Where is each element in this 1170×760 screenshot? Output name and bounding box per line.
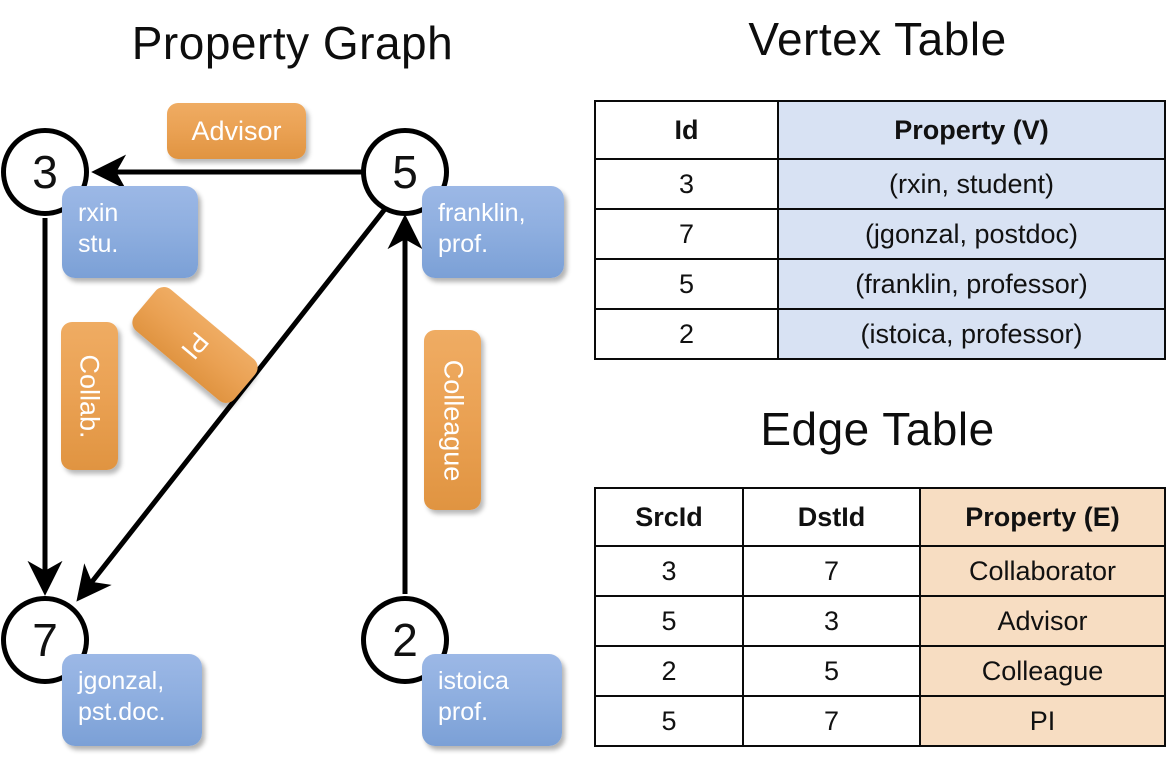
edge-row-1-property: Advisor	[919, 595, 1166, 647]
vertex-property-box-3-line2: stu.	[78, 230, 119, 258]
edge-row-0-property: Collaborator	[919, 545, 1166, 597]
edge-label-colleague-text: Colleague	[438, 359, 468, 481]
edge-5-to-7-pi	[76, 207, 387, 602]
page-title-edge-table: Edge Table	[760, 403, 995, 455]
vertex-property-box-5-line2: prof.	[438, 230, 489, 258]
edge-table-col-property: Property (E)	[919, 487, 1166, 547]
table-row[interactable]: 7 (jgonzal, postdoc)	[594, 208, 1166, 260]
vertex-property-box-7-line1: jgonzal,	[78, 667, 165, 695]
vertex-node-7-label: 7	[32, 614, 58, 666]
edge-label-pi-text: PI	[175, 325, 216, 365]
table-row[interactable]: 5 (franklin, professor)	[594, 258, 1166, 310]
edge-row-0-src: 3	[594, 545, 744, 597]
vertex-row-2-property: (franklin, professor)	[777, 258, 1166, 310]
edge-row-1-src: 5	[594, 595, 744, 647]
table-row[interactable]: 2 5 Colleague	[594, 645, 1166, 697]
edge-row-3-property: PI	[919, 695, 1166, 747]
table-row[interactable]: 3 (rxin, student)	[594, 158, 1166, 210]
edge-row-2-src: 2	[594, 645, 744, 697]
vertex-property-box-2-line1: istoica	[438, 667, 509, 695]
vertex-row-3-id: 2	[594, 308, 779, 360]
page-title-vertex-table: Vertex Table	[748, 13, 1007, 65]
edge-table-header-row: SrcId DstId Property (E)	[594, 487, 1166, 547]
vertex-node-5-label: 5	[392, 146, 418, 198]
vertex-node-5[interactable]: 5	[361, 128, 449, 216]
vertex-row-1-id: 7	[594, 208, 779, 260]
table-row[interactable]: 2 (istoica, professor)	[594, 308, 1166, 360]
edge-table-col-srcid: SrcId	[594, 487, 744, 547]
property-graph-diagram: 3 5 7 2 rxin stu. franklin, prof. jgonza…	[1, 103, 564, 746]
vertex-table: Id Property (V) 3 (rxin, student) 7 (jgo…	[594, 100, 1166, 360]
vertex-row-2-id: 5	[594, 258, 779, 310]
vertex-table-col-id: Id	[594, 100, 779, 160]
edge-label-collab-text: Collab.	[75, 353, 106, 439]
vertex-row-3-property: (istoica, professor)	[777, 308, 1166, 360]
vertex-property-box-3: rxin stu.	[62, 186, 198, 278]
vertex-property-box-7-line2: pst.doc.	[78, 698, 166, 726]
edge-table: SrcId DstId Property (E) 3 7 Collaborato…	[594, 487, 1166, 747]
vertex-property-box-5: franklin, prof.	[422, 186, 564, 278]
vertex-property-box-7: jgonzal, pst.doc.	[62, 654, 202, 746]
vertex-node-2[interactable]: 2	[361, 596, 449, 684]
edge-label-advisor-text: Advisor	[191, 115, 282, 146]
graph-edges-layer	[27, 154, 423, 602]
vertex-node-3-label: 3	[32, 146, 58, 198]
edge-row-1-dst: 3	[742, 595, 921, 647]
vertex-row-0-id: 3	[594, 158, 779, 210]
table-row[interactable]: 3 7 Collaborator	[594, 545, 1166, 597]
page-title-property-graph: Property Graph	[131, 17, 454, 69]
vertex-property-box-2-line2: prof.	[438, 698, 489, 726]
vertex-row-0-property: (rxin, student)	[777, 158, 1166, 210]
vertex-table-col-property: Property (V)	[777, 100, 1166, 160]
edge-table-col-dstid: DstId	[742, 487, 921, 547]
edge-label-advisor: Advisor	[167, 103, 306, 159]
vertex-table-header-row: Id Property (V)	[594, 100, 1166, 160]
vertex-property-box-5-line1: franklin,	[438, 199, 526, 227]
edge-row-3-dst: 7	[742, 695, 921, 747]
edge-row-3-src: 5	[594, 695, 744, 747]
table-row[interactable]: 5 7 PI	[594, 695, 1166, 747]
vertex-property-box-3-line1: rxin	[78, 199, 119, 227]
edge-row-0-dst: 7	[742, 545, 921, 597]
vertex-node-2-label: 2	[392, 614, 418, 666]
vertex-property-box-2: istoica prof.	[422, 654, 562, 746]
edge-label-colleague: Colleague	[424, 330, 481, 510]
edge-row-2-dst: 5	[742, 645, 921, 697]
edge-label-collab: Collab.	[61, 322, 118, 470]
table-row[interactable]: 5 3 Advisor	[594, 595, 1166, 647]
edge-row-2-property: Colleague	[919, 645, 1166, 697]
vertex-row-1-property: (jgonzal, postdoc)	[777, 208, 1166, 260]
